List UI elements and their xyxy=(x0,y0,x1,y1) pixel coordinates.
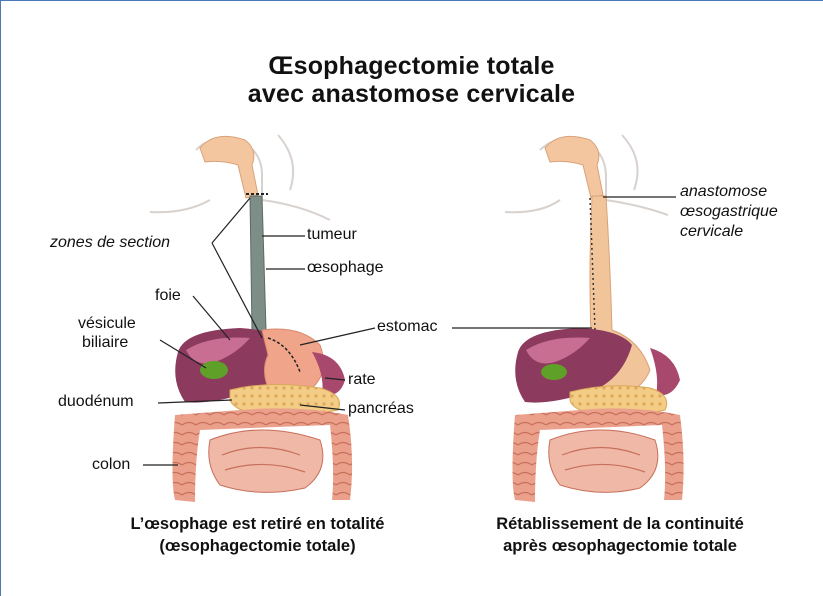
right-shoulder-outline xyxy=(505,200,560,212)
label-estomac: estomac xyxy=(377,318,437,336)
right-small-intestine xyxy=(549,430,658,492)
left-oesophagus-removed xyxy=(250,196,266,332)
right-gallbladder xyxy=(541,364,567,380)
left-shoulder-outline xyxy=(150,200,210,212)
label-zones-de-section: zones de section xyxy=(50,234,170,252)
left-small-intestine xyxy=(209,430,323,492)
left-gallbladder xyxy=(200,361,228,379)
left-caption-line-1: L’œsophage est retiré en totalité xyxy=(95,513,420,535)
label-colon: colon xyxy=(92,456,130,474)
label-oesogastrique: œsogastrique xyxy=(680,203,778,221)
left-caption: L’œsophage est retiré en totalité (œsoph… xyxy=(95,513,420,557)
right-pharynx xyxy=(545,136,603,198)
label-cervicale: cervicale xyxy=(680,223,743,241)
leader-zones-upper xyxy=(212,198,250,243)
right-head-outline xyxy=(622,135,638,190)
label-anastomose: anastomose xyxy=(680,183,767,201)
label-pancreas: pancréas xyxy=(348,400,414,418)
right-caption-line-1: Rétablissement de la continuité xyxy=(455,513,785,535)
label-duodenum: duodénum xyxy=(58,393,134,411)
right-caption-line-2: après œsophagectomie totale xyxy=(455,535,785,557)
label-rate: rate xyxy=(348,371,376,389)
label-vesicule: vésicule xyxy=(78,315,136,333)
label-tumeur: tumeur xyxy=(307,226,357,244)
right-caption: Rétablissement de la continuité après œs… xyxy=(455,513,785,557)
left-caption-line-2: (œsophagectomie totale) xyxy=(95,535,420,557)
left-pharynx xyxy=(200,136,258,198)
right-anatomy-figure xyxy=(505,135,684,502)
left-anatomy-figure xyxy=(150,135,352,502)
left-head-outline xyxy=(278,135,293,190)
label-foie: foie xyxy=(155,287,181,305)
label-biliaire: biliaire xyxy=(82,334,128,352)
leader-estomac xyxy=(300,328,375,345)
right-spleen xyxy=(650,348,680,395)
right-leader-lines xyxy=(452,197,676,328)
label-oesophage: œsophage xyxy=(307,259,384,277)
